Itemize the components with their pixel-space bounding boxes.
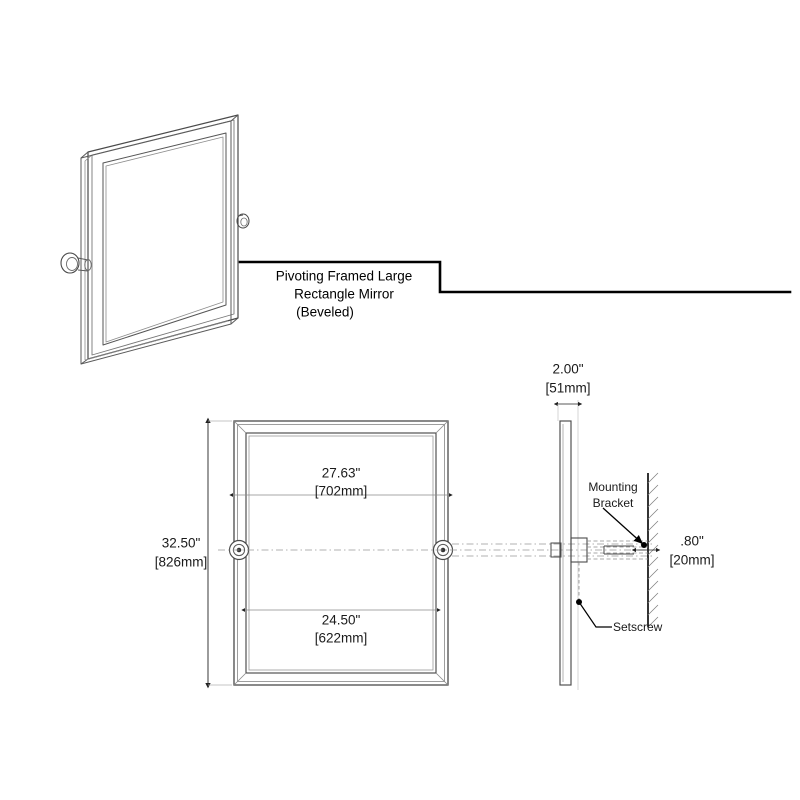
setscrew-label: Setscrew bbox=[613, 620, 663, 634]
iso-frame-inner-edge bbox=[102, 132, 227, 346]
height-value-imperial: 32.50" bbox=[162, 536, 201, 551]
front-elevation-view bbox=[218, 420, 660, 686]
iso-frame-bottom-depth-inner bbox=[84, 320, 229, 361]
mounting-bracket-leader-dot bbox=[641, 542, 647, 548]
dimension-standoff-depth: 2.00" [51mm] bbox=[545, 362, 591, 421]
outer-width-value-imperial: 27.63" bbox=[322, 466, 361, 481]
side-bracket-shaft bbox=[603, 545, 634, 555]
iso-frame-top-depth bbox=[80, 120, 232, 159]
outer-width-value-metric: [702mm] bbox=[315, 484, 368, 499]
iso-pivot-knob-right bbox=[236, 213, 250, 229]
standoff-value-metric: [51mm] bbox=[545, 381, 590, 396]
dimension-overall-height: 32.50" [826mm] bbox=[155, 417, 232, 689]
title-leader-path bbox=[238, 260, 792, 294]
front-pivot-knob-right bbox=[432, 539, 454, 561]
iso-pivot-knob-left bbox=[60, 252, 92, 274]
side-pivot-boss bbox=[550, 542, 562, 558]
iso-frame-bottom-depth bbox=[80, 323, 232, 365]
inner-width-value-imperial: 24.50" bbox=[322, 613, 361, 628]
inner-width-value-metric: [622mm] bbox=[315, 631, 368, 646]
miter-bottom-left bbox=[233, 672, 247, 686]
title-line-1: Pivoting Framed Large bbox=[276, 269, 413, 284]
title-block-leader bbox=[238, 260, 792, 294]
iso-frame-left-depth bbox=[80, 151, 89, 365]
front-pivot-centerline bbox=[218, 543, 660, 557]
dimension-inner-width: 24.50" [622mm] bbox=[241, 608, 441, 646]
miter-bottom-right bbox=[435, 672, 449, 686]
dimension-bracket-projection: .80" [20mm] bbox=[631, 534, 715, 568]
isometric-mirror-view bbox=[60, 114, 250, 365]
mounting-bracket-label-line1: Mounting bbox=[588, 480, 637, 494]
miter-top-right bbox=[435, 420, 449, 434]
height-value-metric: [826mm] bbox=[155, 555, 208, 570]
projection-value-imperial: .80" bbox=[680, 534, 704, 549]
front-frame-miters bbox=[233, 420, 449, 686]
title-block-text: Pivoting Framed Large Rectangle Mirror (… bbox=[276, 269, 413, 320]
standoff-value-imperial: 2.00" bbox=[552, 362, 583, 377]
dimension-outer-width: 27.63" [702mm] bbox=[229, 466, 453, 499]
annotation-mounting-bracket: Mounting Bracket bbox=[588, 480, 647, 548]
setscrew-leader bbox=[578, 601, 612, 628]
side-bracket-arm-hidden bbox=[587, 540, 648, 560]
mounting-bracket-leader bbox=[602, 507, 644, 545]
annotation-setscrew: Setscrew bbox=[576, 599, 663, 634]
iso-glass-bevel bbox=[105, 136, 224, 343]
iso-frame-left-depth-inner bbox=[84, 154, 93, 360]
projection-value-metric: [20mm] bbox=[669, 553, 714, 568]
front-glass-bevel bbox=[248, 435, 434, 671]
iso-frame-right-depth bbox=[230, 114, 239, 325]
title-line-3: (Beveled) bbox=[296, 305, 354, 320]
title-line-2: Rectangle Mirror bbox=[294, 287, 394, 302]
mounting-bracket-label-line2: Bracket bbox=[593, 496, 634, 510]
miter-top-left bbox=[233, 420, 247, 434]
